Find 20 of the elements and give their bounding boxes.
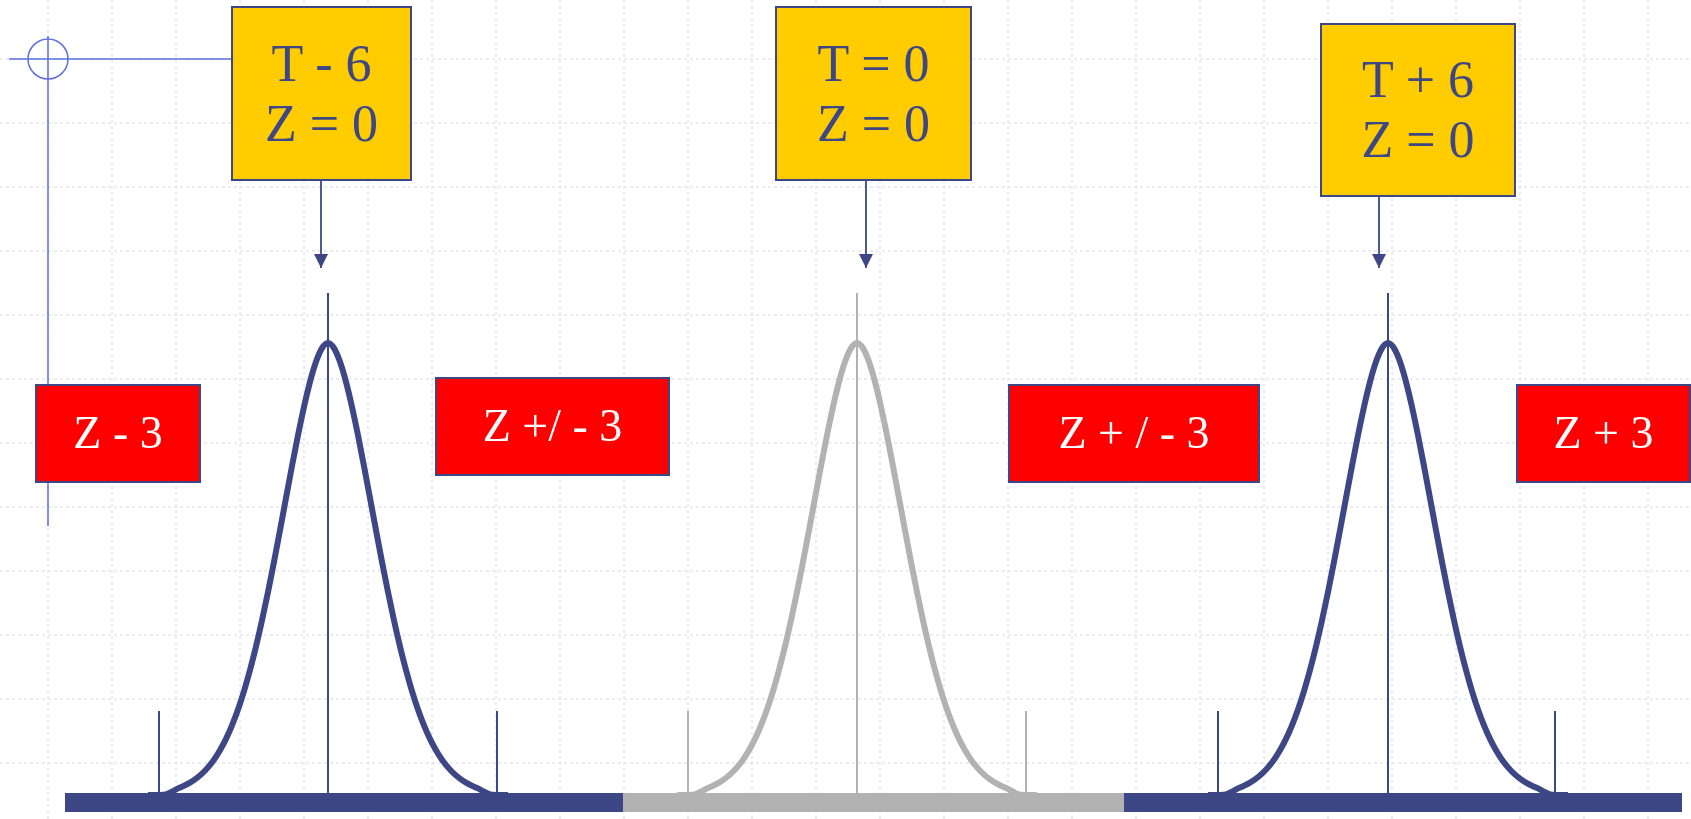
label-text: Z +/ - 3 [482,400,623,453]
arrow [314,180,328,269]
label-text: Z = 0 [816,93,931,154]
label-box [231,6,412,181]
label-box [1516,384,1691,483]
label-text: Z = 0 [264,93,379,154]
label-text: T = 0 [817,33,930,94]
label-box [435,377,670,476]
arrow [1372,196,1386,269]
label-box [1008,384,1260,483]
label-box [775,6,972,181]
label-text: Z + / - 3 [1058,407,1210,460]
label-text: Z = 0 [1361,110,1475,170]
arrow [859,180,873,269]
label-text: Z - 3 [73,407,163,460]
label-box [35,384,201,483]
label-text: Z + 3 [1553,407,1654,460]
label-box [1320,23,1516,197]
label-text: T - 6 [271,33,372,94]
label-text: T + 6 [1361,50,1475,110]
